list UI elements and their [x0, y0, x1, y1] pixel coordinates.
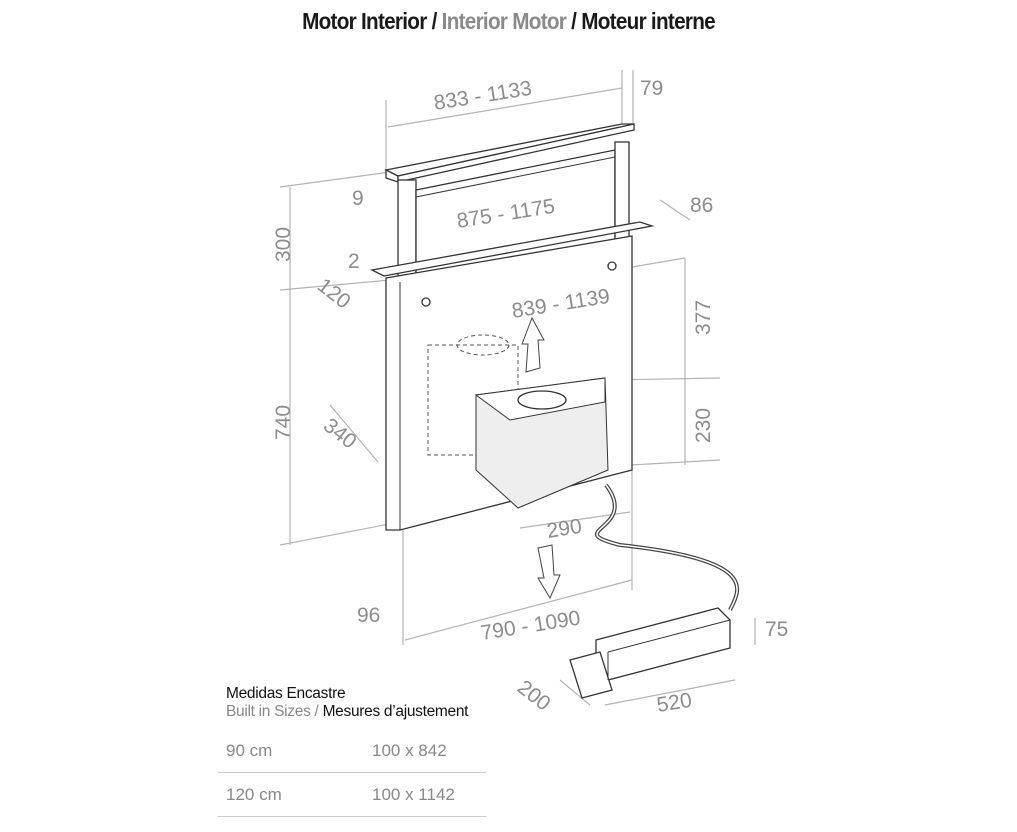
- remote-motor-box: [569, 607, 731, 699]
- dim-bottom-width: 790 - 1090: [479, 607, 582, 645]
- dim-motor-width: 290: [545, 515, 583, 543]
- table-row: 120 cm 100 x 1142: [218, 773, 486, 817]
- dim-remote-height: 75: [765, 618, 788, 641]
- dim-motor-depth: 340: [319, 414, 361, 454]
- dim-top-depth: 79: [640, 77, 663, 100]
- table-row: 90 cm 100 x 842: [218, 729, 486, 773]
- airflow-down-arrow: [537, 544, 561, 600]
- dim-motor-height: 230: [692, 408, 715, 443]
- motor-unit: [474, 377, 609, 509]
- dim-top-thickness: 9: [352, 187, 364, 210]
- dim-bottom-offset: 96: [357, 604, 380, 627]
- dim-frame-offset: 120: [313, 274, 355, 314]
- flex-duct: [595, 483, 740, 611]
- page-title: Motor Interior / Interior Motor / Moteur…: [302, 8, 716, 34]
- dim-rise-height: 300: [272, 227, 295, 262]
- dim-upper-drop: 377: [692, 300, 715, 335]
- airflow-up-arrow: [521, 316, 545, 373]
- dim-remote-width: 520: [655, 689, 693, 717]
- dim-body-height: 740: [272, 405, 295, 440]
- dimension-lines: [279, 70, 756, 706]
- table-subheading: Built in Sizes / Mesures d’ajustement: [226, 703, 469, 720]
- dim-frame-thickness: 2: [348, 250, 360, 273]
- dim-remote-depth: 200: [513, 676, 555, 716]
- table-heading: Medidas Encastre: [226, 685, 346, 702]
- dim-top-width: 833 - 1133: [432, 77, 533, 115]
- built-in-sizes-table: Medidas Encastre Built in Sizes / Mesure…: [218, 685, 486, 817]
- dim-mid-depth: 86: [690, 194, 713, 217]
